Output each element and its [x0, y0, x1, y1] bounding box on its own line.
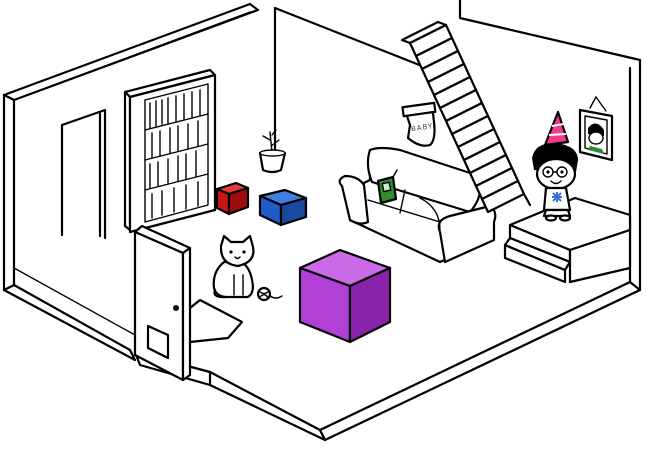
floor-front-mid [208, 370, 327, 442]
blue-box-side [279, 196, 308, 227]
door-edge [181, 246, 192, 382]
yarn-ball[interactable] [256, 286, 283, 302]
portrait-face [588, 131, 604, 145]
staircase[interactable] [400, 20, 632, 284]
red-box-front [215, 187, 231, 216]
cat-tail [213, 288, 228, 299]
stocking[interactable]: BABY [401, 101, 437, 147]
stair-bottom-connector [522, 192, 532, 207]
green-book-ribbon [392, 169, 398, 178]
plant-stems [262, 129, 280, 153]
character-foot-left [544, 214, 558, 222]
portrait-shirt [588, 146, 604, 154]
character-eye-right [560, 170, 564, 174]
stocking-label: BABY [411, 122, 434, 133]
cat-head [219, 234, 255, 268]
yarn-ball-lines [258, 290, 270, 299]
couch-cushions [367, 189, 441, 231]
left-wall-rim [2, 2, 260, 102]
red-box-side [227, 186, 250, 216]
cat-eye-right [242, 250, 246, 254]
cat-eye-left [229, 250, 233, 254]
plant-pot-rim [259, 149, 286, 157]
bookshelf[interactable] [123, 68, 217, 234]
left-wall-outer [2, 93, 16, 292]
purple-box[interactable] [298, 248, 392, 344]
green-book-label [381, 181, 392, 193]
portrait-string-right [595, 96, 607, 112]
red-box[interactable] [215, 181, 250, 216]
potted-plant[interactable] [258, 129, 287, 174]
stair-landing-side [568, 228, 632, 284]
door[interactable] [133, 224, 192, 382]
green-book[interactable] [376, 169, 398, 205]
couch[interactable] [338, 146, 497, 264]
party-hat [543, 110, 570, 147]
couch-left-arm [338, 174, 370, 225]
purple-box-side [348, 266, 392, 344]
doormat[interactable] [183, 298, 244, 344]
framed-portrait[interactable] [578, 96, 614, 162]
stair-steps [408, 23, 526, 214]
party-hat-stripes [548, 123, 567, 136]
right-wall-rim [458, 0, 642, 70]
pet-flap[interactable] [146, 324, 170, 360]
door-knob[interactable] [173, 305, 179, 311]
character-eye-left [546, 170, 550, 174]
left-wall-inner-top [13, 11, 251, 101]
stair-step-low-1-top [503, 236, 572, 272]
stocking-cuff [401, 101, 437, 118]
books [149, 89, 201, 219]
character-shirt-symbol [552, 192, 562, 202]
character-mouth [550, 180, 562, 185]
room-walls [2, 0, 642, 442]
character-with-party-hat[interactable] [532, 110, 578, 222]
character-foot-right [558, 214, 572, 222]
cat-mouth [234, 256, 241, 260]
white-cat[interactable] [212, 234, 255, 299]
yarn-string [269, 295, 283, 299]
blue-box[interactable] [258, 188, 308, 227]
left-baseboard [13, 267, 136, 336]
bookshelf-shelves [144, 113, 209, 191]
floor-front-left-edge [2, 283, 137, 362]
left-doorway [60, 108, 107, 240]
portrait-string-left [589, 96, 597, 109]
